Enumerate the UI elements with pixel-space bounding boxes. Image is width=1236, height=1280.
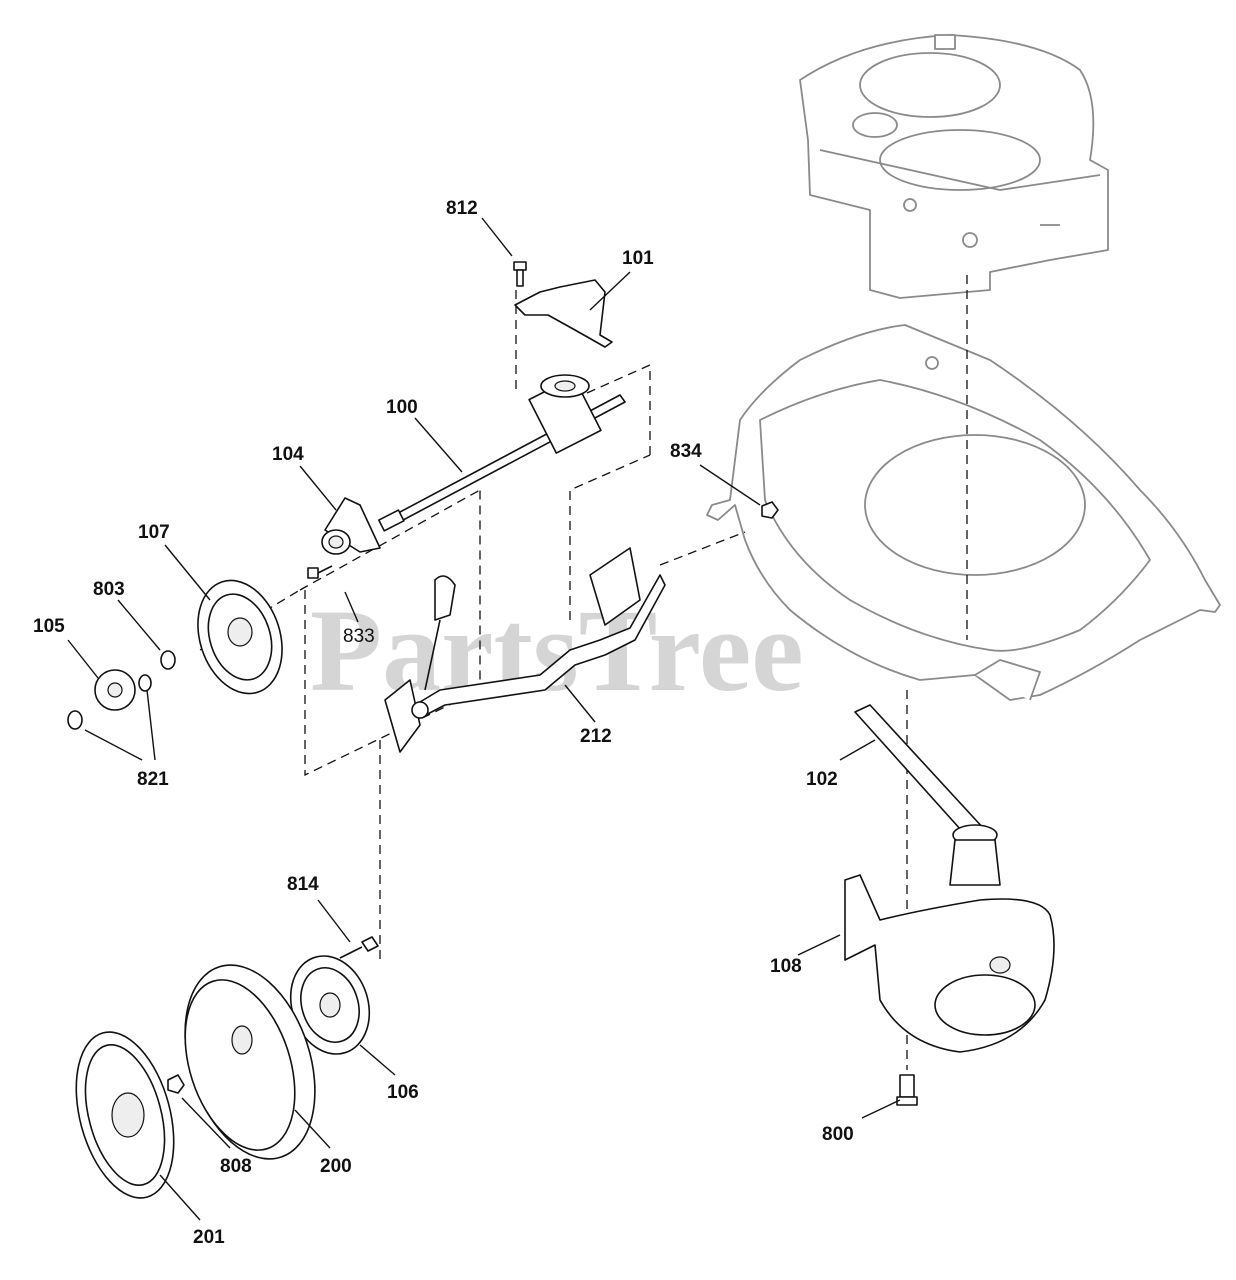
nut-834 xyxy=(761,501,779,519)
height-adjuster-212 xyxy=(384,547,666,753)
mower-deck-drawing xyxy=(706,324,1221,701)
clip-821a xyxy=(138,674,152,692)
callout-834: 834 xyxy=(670,441,702,462)
callout-808: 808 xyxy=(220,1156,252,1177)
screw-814 xyxy=(339,936,379,959)
callout-201: 201 xyxy=(193,1227,225,1248)
callout-800: 800 xyxy=(822,1124,854,1145)
wheel-200 xyxy=(184,964,316,1160)
washer-803 xyxy=(160,650,176,670)
clip-821b xyxy=(67,710,83,730)
gear-106 xyxy=(289,955,371,1055)
disc-107 xyxy=(197,579,283,695)
bracket-101 xyxy=(514,279,613,348)
callout-200: 200 xyxy=(320,1156,352,1177)
adapter-108 xyxy=(844,874,1055,1053)
callout-812: 812 xyxy=(446,198,478,219)
bolt-833 xyxy=(307,565,333,579)
pinion-gear-105 xyxy=(94,669,136,711)
callout-100: 100 xyxy=(386,397,418,418)
callout-833: 833 xyxy=(343,626,375,647)
transmission-100 xyxy=(378,374,626,532)
leader-lines xyxy=(67,217,901,1221)
bearing-104 xyxy=(321,497,381,555)
nut-808 xyxy=(167,1074,185,1094)
engine-drawing xyxy=(799,34,1109,299)
callout-105: 105 xyxy=(33,616,65,637)
callout-102: 102 xyxy=(806,769,838,790)
watermark-text: PartsTree xyxy=(310,585,804,716)
callout-107: 107 xyxy=(138,522,170,543)
screw-812 xyxy=(513,261,527,287)
callout-101: 101 xyxy=(622,248,654,269)
hubcap-201 xyxy=(75,1031,175,1199)
callout-106: 106 xyxy=(387,1082,419,1103)
callout-108: 108 xyxy=(770,956,802,977)
callout-803: 803 xyxy=(93,579,125,600)
callout-104: 104 xyxy=(272,444,304,465)
callout-212: 212 xyxy=(580,726,612,747)
callout-821: 821 xyxy=(137,769,169,790)
blade-102 xyxy=(854,704,1001,886)
callout-814: 814 xyxy=(287,874,319,895)
